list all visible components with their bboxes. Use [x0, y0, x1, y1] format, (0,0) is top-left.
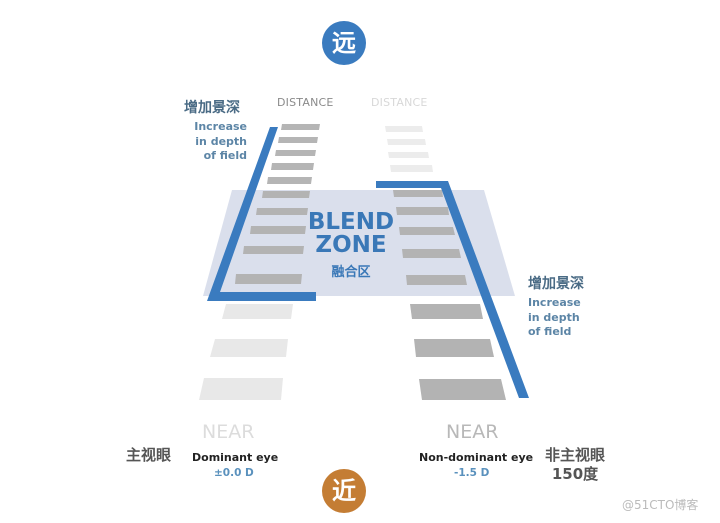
blend-zone-area: [203, 190, 515, 296]
right-distance-label: DISTANCE: [371, 96, 428, 109]
non-dominant-eye-cn-line: 非主视眼: [544, 446, 605, 464]
far-circle-icon: 远: [322, 21, 366, 65]
blend-zone-title: BLEND ZONE: [291, 211, 411, 257]
right-depth-desc-line: Increase: [528, 296, 581, 309]
right-depth-desc-line: of field: [528, 325, 572, 338]
non-dominant-eye-power: -1.5 D: [454, 467, 490, 479]
non-dominant-eye-label: Non-dominant eye: [419, 451, 534, 464]
non-dominant-eye-power-cn: 150度: [551, 465, 599, 483]
left-distance-bars: [267, 124, 320, 184]
blend-zone-title-cn: 融合区: [331, 265, 371, 280]
dominant-eye-power: ±0.0 D: [214, 467, 254, 479]
left-depth-desc-line: in depth: [195, 134, 247, 148]
left-depth-title: 增加景深: [184, 100, 240, 116]
left-depth-desc-line: Increase: [194, 120, 247, 133]
right-depth-bracket: [376, 181, 529, 398]
non-dominant-eye-cn: 非主视眼 150度: [543, 446, 607, 484]
watermark: @51CTO博客: [622, 498, 699, 512]
right-distance-bars: [385, 126, 433, 172]
left-depth-desc-line: of field: [203, 149, 247, 162]
right-depth-desc-line: in depth: [528, 310, 580, 324]
blend-zone-title-line1: BLEND: [307, 209, 395, 235]
blend-zone-title-line2: ZONE: [315, 232, 387, 258]
right-blend-bars: [393, 190, 467, 285]
left-blend-bars: [235, 191, 310, 284]
left-near-bars: [199, 304, 293, 400]
left-depth-desc: Increase in depth of field: [190, 120, 247, 164]
dominant-eye-cn: 主视眼: [126, 446, 172, 464]
dominant-eye-label: Dominant eye: [192, 451, 279, 464]
right-depth-title: 增加景深: [528, 276, 584, 292]
left-near-label: NEAR: [202, 421, 255, 443]
right-depth-desc: Increase in depth of field: [528, 296, 581, 340]
left-distance-label: DISTANCE: [277, 96, 334, 109]
near-circle-icon: 近: [322, 469, 366, 513]
left-depth-bracket: [207, 127, 316, 301]
right-near-label: NEAR: [446, 421, 499, 443]
right-near-bars: [410, 304, 506, 400]
